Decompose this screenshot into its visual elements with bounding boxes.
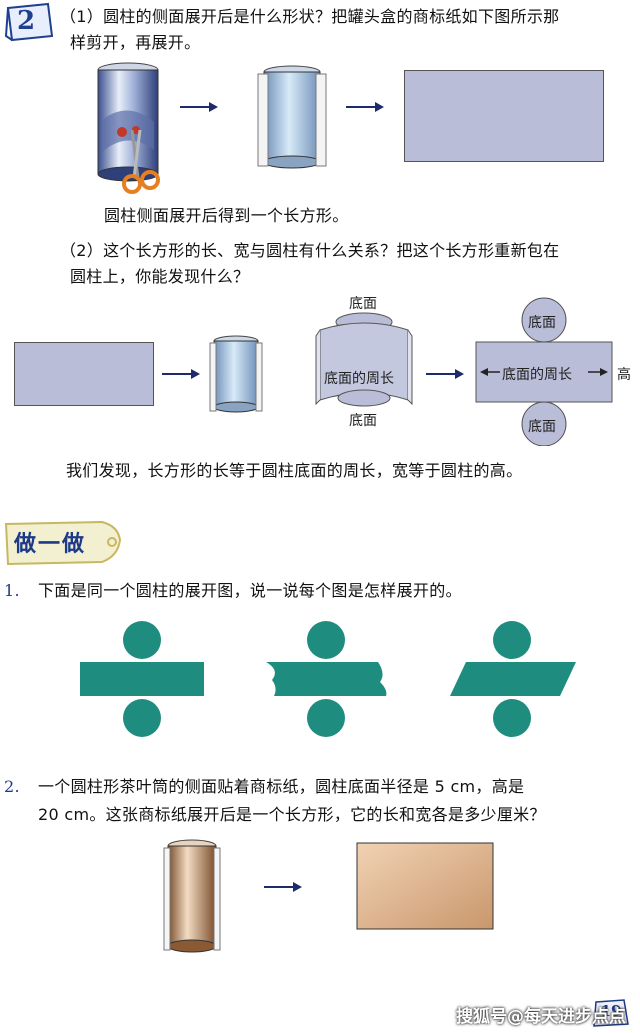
tea-canister-illustration xyxy=(163,839,221,953)
item2-text-line2: 20 cm。这张商标纸展开后是一个长方形，它的长和宽各是多少厘米？ xyxy=(38,805,546,824)
arrow-right-icon xyxy=(426,369,464,379)
net3-top-circle xyxy=(493,621,531,659)
part1-question-line1: （1）圆柱的侧面展开后是什么形状？把罐头盒的商标纸如下图所示那 xyxy=(60,7,560,26)
base-perimeter-label: 底面的周长 xyxy=(324,371,394,387)
item1-number: 1. xyxy=(4,581,20,600)
arrow-right-icon xyxy=(162,369,200,379)
net-base-top-label: 底面 xyxy=(528,315,556,331)
opened-cylinder-diagram xyxy=(315,312,413,407)
arrow-right-icon xyxy=(180,102,218,112)
watermark-text: 搜狐号@每天进步点点 xyxy=(456,1007,626,1027)
net2-top-circle xyxy=(307,621,345,659)
arrow-right-icon xyxy=(346,102,384,112)
net3-parallelogram xyxy=(450,662,576,696)
page-number: 19 xyxy=(600,1002,622,1020)
item2-text-line1: 一个圆柱形茶叶筒的侧面贴着商标纸，圆柱底面半径是 5 cm，高是 xyxy=(38,777,525,796)
part2-question-line2: 圆柱上，你能发现什么？ xyxy=(70,267,250,286)
height-label: 高 xyxy=(617,367,631,383)
net1-top-circle xyxy=(123,621,161,659)
base-bottom-label: 底面 xyxy=(349,413,377,429)
label-rectangle xyxy=(14,342,154,406)
net2-bottom-circle xyxy=(307,699,345,737)
cylinder-label-opening-illustration xyxy=(257,65,327,169)
part2-question-line1: （2）这个长方形的长、宽与圆柱有什么关系？把这个长方形重新包在 xyxy=(60,241,560,260)
unrolled-label-rectangle xyxy=(404,70,604,162)
three-cylinder-nets-figure xyxy=(80,621,576,737)
net2-irregular-shape xyxy=(266,662,387,696)
page-number-tag xyxy=(593,999,629,1027)
problem-number-badge xyxy=(4,2,54,42)
net1-rectangle xyxy=(80,662,204,696)
tea-label-rectangle xyxy=(356,842,494,930)
part1-result-text: 圆柱侧面展开后得到一个长方形。 xyxy=(104,206,349,225)
cylinder-net-diagram xyxy=(475,297,613,446)
net3-bottom-circle xyxy=(493,699,531,737)
conclusion-text: 我们发现，长方形的长等于圆柱底面的周长，宽等于圆柱的高。 xyxy=(66,461,523,480)
net1-bottom-circle xyxy=(123,699,161,737)
wrapped-cylinder-illustration xyxy=(209,335,263,413)
part1-question-line2: 样剪开，再展开。 xyxy=(70,33,201,52)
net-perimeter-label: 底面的周长 xyxy=(502,367,572,383)
item2-number: 2. xyxy=(4,777,20,796)
base-top-label: 底面 xyxy=(349,296,377,312)
net-base-bottom-label: 底面 xyxy=(528,419,556,435)
tin-can-with-scissors-illustration xyxy=(97,62,160,194)
activity-title-tag xyxy=(4,520,122,566)
item1-text: 下面是同一个圆柱的展开图，说一说每个图是怎样展开的。 xyxy=(38,581,462,600)
arrow-right-icon xyxy=(264,882,302,892)
problem-number: 2 xyxy=(16,6,36,36)
activity-title: 做一做 xyxy=(14,532,87,557)
